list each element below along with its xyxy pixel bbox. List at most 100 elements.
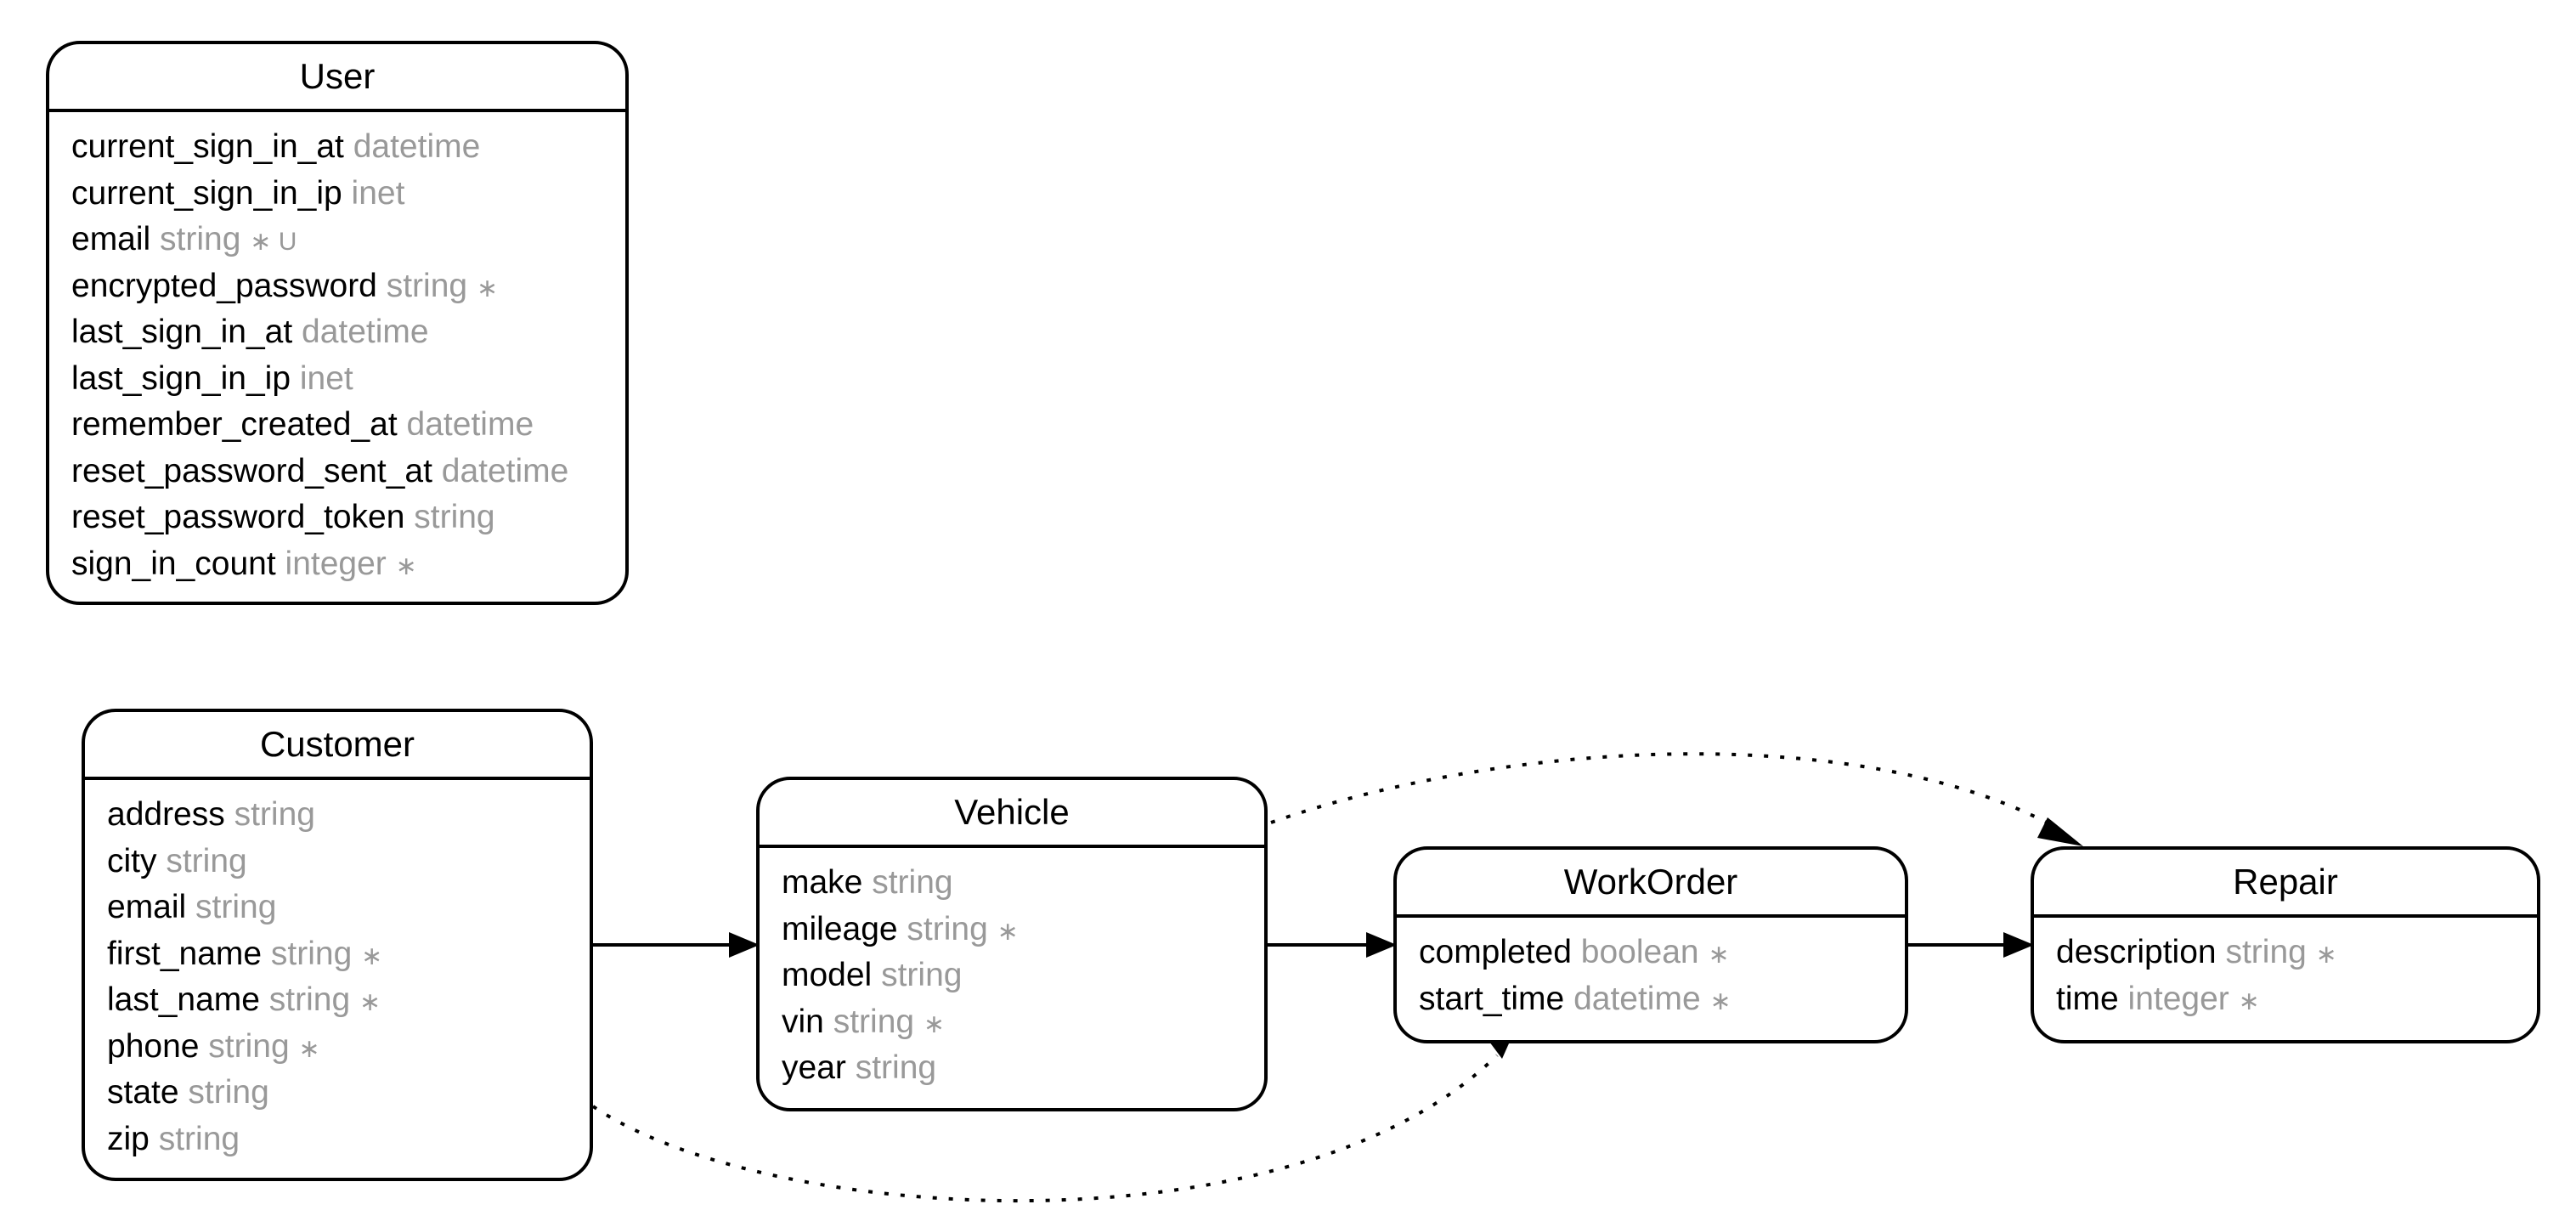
attribute-type: string — [414, 499, 495, 535]
attribute-flags: ∗ — [395, 551, 417, 580]
attribute-name: year — [782, 1049, 846, 1086]
attribute-row: encrypted_password string ∗ — [71, 263, 625, 310]
attribute-row: last_name string ∗ — [107, 977, 590, 1024]
attribute-flags: ∗ — [1709, 987, 1731, 1015]
attribute-type: integer — [285, 545, 387, 582]
attribute-flags: ∗ — [997, 917, 1019, 946]
attribute-type: integer — [2127, 980, 2229, 1017]
attribute-type: datetime — [302, 314, 429, 350]
attribute-type: datetime — [406, 406, 534, 443]
attribute-name: last_sign_in_at — [71, 314, 293, 350]
attribute-name: reset_password_sent_at — [71, 452, 432, 489]
attribute-type: boolean — [1580, 934, 1699, 970]
attribute-row: address string — [107, 792, 590, 839]
attribute-name: completed — [1419, 934, 1572, 970]
entity-repair[interactable]: Repair description string ∗time integer … — [2031, 846, 2540, 1043]
attribute-type: string — [872, 864, 953, 901]
attribute-row: reset_password_sent_at datetime — [71, 449, 625, 495]
attribute-flags: ∗ U — [250, 228, 297, 256]
attribute-flags: ∗ — [476, 274, 499, 303]
entity-workorder[interactable]: WorkOrder completed boolean ∗ start_time … — [1393, 846, 1908, 1043]
attribute-row: city string — [107, 839, 590, 885]
attribute-row: model string — [782, 953, 1264, 999]
attribute-name: mileage — [782, 910, 898, 947]
attribute-name: description — [2056, 934, 2217, 970]
attribute-type: string — [270, 935, 353, 972]
attribute-name: make — [782, 864, 863, 901]
attribute-row: zip string — [107, 1117, 590, 1163]
attribute-name: current_sign_in_at — [71, 128, 344, 165]
attribute-row: remember_created_at datetime — [71, 402, 625, 449]
attribute-name: remember_created_at — [71, 406, 398, 443]
attribute-name: reset_password_token — [71, 499, 405, 535]
entity-title: Vehicle — [760, 780, 1264, 848]
attribute-type: string — [855, 1049, 937, 1086]
attribute-name: time — [2056, 980, 2119, 1017]
attribute-name: first_name — [107, 935, 263, 972]
entity-title: User — [49, 44, 625, 112]
attribute-name: email — [107, 889, 187, 925]
attribute-type: string — [234, 796, 315, 833]
attribute-row: year string — [782, 1045, 1264, 1092]
attribute-row: last_sign_in_at datetime — [71, 309, 625, 356]
attribute-flags: ∗ — [2315, 941, 2337, 969]
attribute-name: phone — [107, 1027, 200, 1065]
attribute-row: state string — [107, 1070, 590, 1117]
attribute-name: sign_in_count — [71, 545, 276, 582]
attribute-row: make string — [782, 860, 1264, 907]
attribute-name: last_name — [107, 981, 260, 1018]
attribute-name: model — [782, 957, 873, 993]
attribute-type: string — [188, 1074, 269, 1111]
attribute-type: string — [160, 221, 241, 257]
attribute-flags: ∗ — [2238, 987, 2260, 1015]
attribute-type: string — [268, 981, 351, 1018]
attribute-list: completed boolean ∗ start_time datetime ∗ — [1397, 918, 1905, 1022]
arrow-customer-vehicle — [729, 932, 760, 958]
attribute-type: string — [386, 267, 468, 304]
attribute-flags: ∗ — [359, 988, 381, 1016]
edge-vehicle-repair-dotted — [1270, 752, 2060, 831]
attribute-row: time integer ∗ — [2056, 976, 2537, 1023]
attribute-name: current_sign_in_ip — [71, 174, 342, 212]
attribute-name: last_sign_in_ip — [71, 359, 291, 397]
attribute-name: zip — [107, 1120, 150, 1157]
attribute-row: reset_password_token string — [71, 495, 625, 541]
attribute-flags: ∗ — [361, 941, 383, 970]
attribute-row: current_sign_in_ip inet — [71, 171, 625, 218]
attribute-name: email — [71, 221, 151, 257]
attribute-type: string — [907, 910, 988, 947]
attribute-name: city — [107, 842, 157, 879]
attribute-type: datetime — [441, 452, 569, 489]
attribute-name: encrypted_password — [71, 267, 377, 304]
attribute-type: inet — [299, 359, 353, 397]
attribute-row: sign_in_count integer ∗ — [71, 541, 625, 588]
edge-customer-workorder-dotted — [591, 1054, 1499, 1203]
arrow-vehicle-repair — [2037, 817, 2083, 846]
entity-title: WorkOrder — [1397, 850, 1905, 918]
entity-title: Repair — [2034, 850, 2537, 918]
attribute-type: string — [166, 842, 247, 879]
attribute-row: current_sign_in_at datetime — [71, 124, 625, 171]
attribute-row: vin string ∗ — [782, 999, 1264, 1046]
attribute-type: inet — [351, 174, 405, 212]
attribute-type: datetime — [353, 128, 481, 165]
attribute-type: string — [208, 1027, 290, 1065]
attribute-type: string — [833, 1003, 915, 1040]
attribute-list: description string ∗time integer ∗ — [2034, 918, 2537, 1022]
attribute-name: start_time — [1419, 980, 1565, 1017]
arrow-vehicle-workorder — [1366, 932, 1397, 958]
attribute-flags: ∗ — [298, 1034, 320, 1063]
attribute-type: datetime — [1573, 980, 1701, 1017]
attribute-name: state — [107, 1074, 179, 1111]
arrow-workorder-repair — [2003, 932, 2034, 958]
attribute-type: string — [195, 889, 277, 925]
attribute-flags: ∗ — [1708, 941, 1730, 969]
attribute-row: last_sign_in_ip inet — [71, 356, 625, 403]
attribute-name: vin — [782, 1003, 824, 1040]
